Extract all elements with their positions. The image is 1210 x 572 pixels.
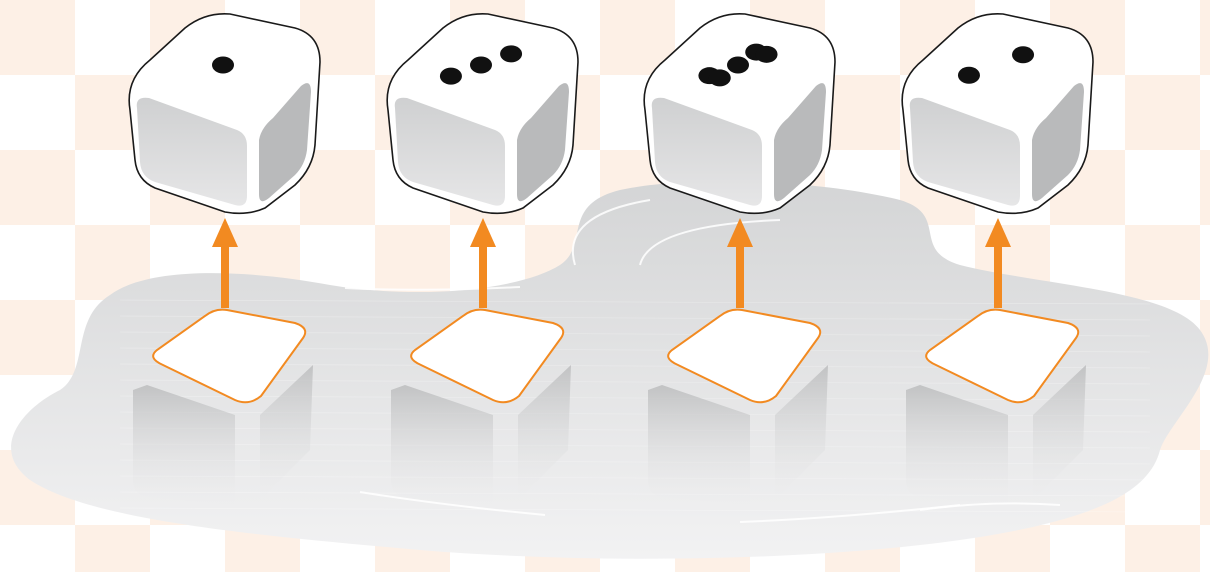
- pip: [212, 57, 234, 74]
- pip: [470, 57, 492, 74]
- checker-square: [75, 525, 150, 572]
- pip: [958, 67, 980, 84]
- checker-square: [0, 300, 75, 375]
- checker-square: [1200, 150, 1210, 225]
- checker-square: [1125, 225, 1200, 300]
- pip: [500, 45, 522, 62]
- die-face-three-icon: [387, 14, 578, 214]
- pip: [440, 68, 462, 85]
- checker-square: [0, 0, 75, 75]
- checker-square: [1125, 75, 1200, 150]
- pip: [756, 46, 778, 63]
- pip: [1012, 46, 1034, 63]
- checker-square: [825, 75, 900, 150]
- checker-square: [1200, 0, 1210, 75]
- pip: [727, 57, 749, 74]
- checker-square: [1125, 525, 1200, 572]
- checker-square: [1200, 450, 1210, 525]
- checker-square: [0, 150, 75, 225]
- pip: [709, 69, 731, 86]
